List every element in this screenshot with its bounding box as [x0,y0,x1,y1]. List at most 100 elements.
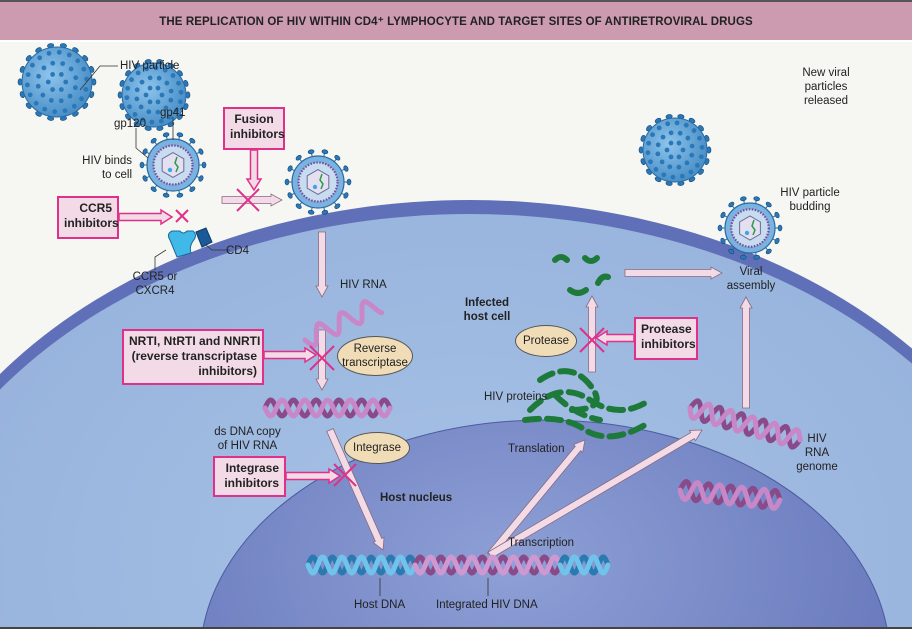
surface-dot [138,104,144,110]
gp120-knob [720,237,726,245]
surface-dot [683,122,689,128]
arrow-translation [486,439,586,558]
gp120-knob [343,165,349,172]
surface-dot [33,100,39,106]
gp120-knob [774,237,780,245]
gp120-knob [321,209,329,215]
strand-a [302,299,385,349]
surface-dot [668,130,674,136]
label-host-dna: Host DNA [354,599,406,611]
surface-dot [697,135,702,141]
surface-dot [174,107,179,113]
surface-dot [168,97,174,103]
surface-dot [656,125,662,131]
surface-dot [37,55,43,61]
surface-dot [66,52,72,58]
surface-dot [176,80,181,86]
surface-dot [159,92,165,98]
surface-dot [676,164,682,170]
inhibitor-arrow-rt [263,346,318,364]
gp120-knob [753,254,760,260]
label-cd4: CD4 [226,245,250,257]
gp120-knob [284,178,290,186]
surface-dot [164,80,170,86]
strand-a [262,397,393,419]
x-stroke [309,345,335,371]
surface-dot [679,173,685,179]
surface-dot [153,65,159,71]
surface-dot [688,169,694,175]
host-dna-helix-right [557,554,611,576]
gp120-knob [334,203,341,209]
surface-dot [168,88,174,94]
hiv-protein-chain-0 [537,368,600,413]
leader-ccr5 [154,249,167,270]
drug-box-ccr5-inhibitors: CCR5 inhibitors [57,196,119,239]
label-hiv-binds: HIV binds to cell [82,155,132,181]
cleaved-fragment-2 [582,255,600,264]
label-hiv-particle-budding: HIV particle budding [780,187,840,213]
host-dna-helix [305,554,418,576]
surface-dot [676,154,682,160]
gp120-knob [287,192,293,199]
hiv-rna-genome [687,398,803,450]
gp120-knob [728,201,735,208]
surface-dot [134,87,140,93]
surface-dot [36,73,42,79]
gp120-knob [150,138,157,144]
surface-dot [41,65,47,71]
gp120-knob [343,192,349,199]
gp120-knob [142,175,148,182]
surface-dot [646,140,652,146]
gp120-knob [176,192,184,198]
strand-a [687,401,803,447]
surface-dot [648,159,653,165]
surface-dot [73,75,79,81]
spike [117,91,123,99]
cleaved-fragment-3 [567,287,589,296]
hiv-rna-genome-copy [677,479,783,511]
x-stroke [236,188,260,212]
strand-b [262,397,393,419]
cleaved-fragment-1 [552,254,570,263]
ds-dna-copy [262,397,393,419]
arrow-fusion [221,193,283,207]
integrated-hiv-dna-helix [412,554,563,576]
virus-body [642,117,708,183]
inhibitor-arrow-protease [594,329,635,347]
gp120-knob [295,203,302,209]
drug-box-fusion-inhibitors: Fusion inhibitors [223,107,285,150]
surface-dot [163,105,169,111]
strand-b [305,554,418,576]
surface-dot [24,82,30,88]
surface-dot [58,72,64,77]
enzyme-integrase: Integrase [344,432,410,464]
label-hiv-particle: HIV particle [120,60,180,72]
label-host-nucleus: Host nucleus [380,492,453,504]
surface-dot [668,154,674,160]
gp120-knob [765,248,772,255]
gp120-knob [150,186,157,192]
surface-dot [156,75,162,81]
surface-dot [167,114,173,120]
surface-dot [143,92,149,98]
surface-dot [25,72,31,78]
surface-dot [645,150,651,156]
enzyme-protease: Protease [515,325,577,357]
surface-dot [67,93,73,99]
gp120-knob [189,138,196,144]
label-translation: Translation [508,443,565,455]
arrow-transcription [487,429,703,559]
enzyme-reverse-transcriptase: Reverse transcriptase [337,336,413,376]
new-viral-particle-lower [638,114,712,186]
hiv-fusing-particle [284,149,352,215]
surface-dot [40,92,46,98]
surface-dot [689,143,695,149]
surface-dot [668,140,674,146]
arrow-rna-to-assembly [739,296,753,409]
surface-dot [147,99,153,105]
hiv-protein-chain-3 [552,392,603,423]
gp120-knob [287,165,293,172]
hiv-rna-strand [302,299,385,349]
surface-dot [62,108,68,114]
